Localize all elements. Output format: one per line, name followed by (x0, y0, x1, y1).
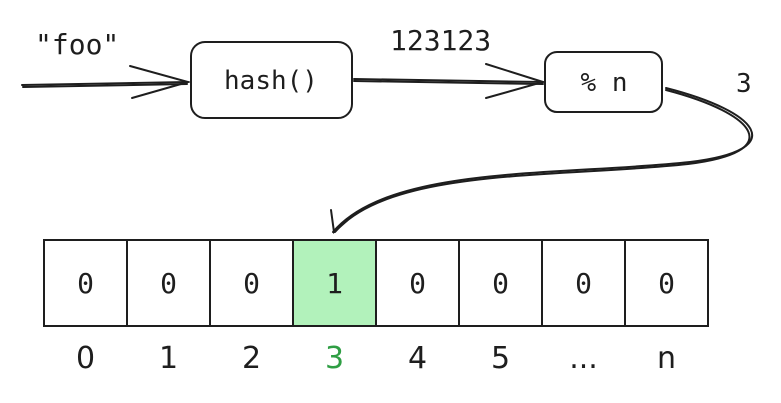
array-cell: 0 (209, 239, 294, 327)
array-cell: 0 (43, 239, 128, 327)
array-index-label: 5 (491, 341, 510, 376)
array-cell-box (458, 239, 543, 327)
array-index-label: 3 (325, 341, 344, 376)
array-cell: 1 (292, 239, 377, 327)
array-index-label: n (657, 341, 676, 376)
array-cell: 0 (126, 239, 211, 327)
hash-function-label: hash() (224, 66, 318, 96)
arrow-hash-to-mod (353, 63, 547, 99)
arrow-mod-to-cell (330, 87, 754, 234)
array-cell: 0 (541, 239, 626, 327)
bit-array: 0 0 0 1 0 0 0 0 (43, 239, 709, 327)
array-cell: 0 (458, 239, 543, 327)
modulo-box: % n (544, 51, 663, 113)
array-cell-box (375, 239, 460, 327)
hash-output-value: 123123 (390, 24, 491, 57)
array-cell-value: 0 (658, 267, 675, 300)
array-index-label: 4 (408, 341, 427, 376)
array-cell-box (541, 239, 626, 327)
array-cell-value: 0 (409, 267, 426, 300)
array-cell: 0 (624, 239, 709, 327)
array-cell-box (43, 239, 128, 327)
array-index-label: 2 (242, 341, 261, 376)
bit-array-indices: 0 1 2 3 4 5... n (76, 341, 676, 376)
modulo-label: % n (581, 68, 628, 98)
array-cell-value: 0 (243, 267, 260, 300)
arrow-input-to-hash (21, 65, 192, 99)
array-cell-box (292, 239, 377, 327)
array-index-label: ... (569, 341, 598, 376)
array-cell-box (624, 239, 709, 327)
array-cell-value: 1 (326, 267, 343, 300)
hash-function-box: hash() (190, 41, 353, 119)
array-index-label: 1 (159, 341, 178, 376)
array-cell-value: 0 (575, 267, 592, 300)
array-cell-value: 0 (77, 267, 94, 300)
modulo-output-value: 3 (736, 69, 752, 99)
array-cell-value: 0 (160, 267, 177, 300)
input-label: "foo" (35, 28, 119, 61)
array-cell: 0 (375, 239, 460, 327)
array-cell-value: 0 (492, 267, 509, 300)
array-index-label: 0 (76, 341, 95, 376)
